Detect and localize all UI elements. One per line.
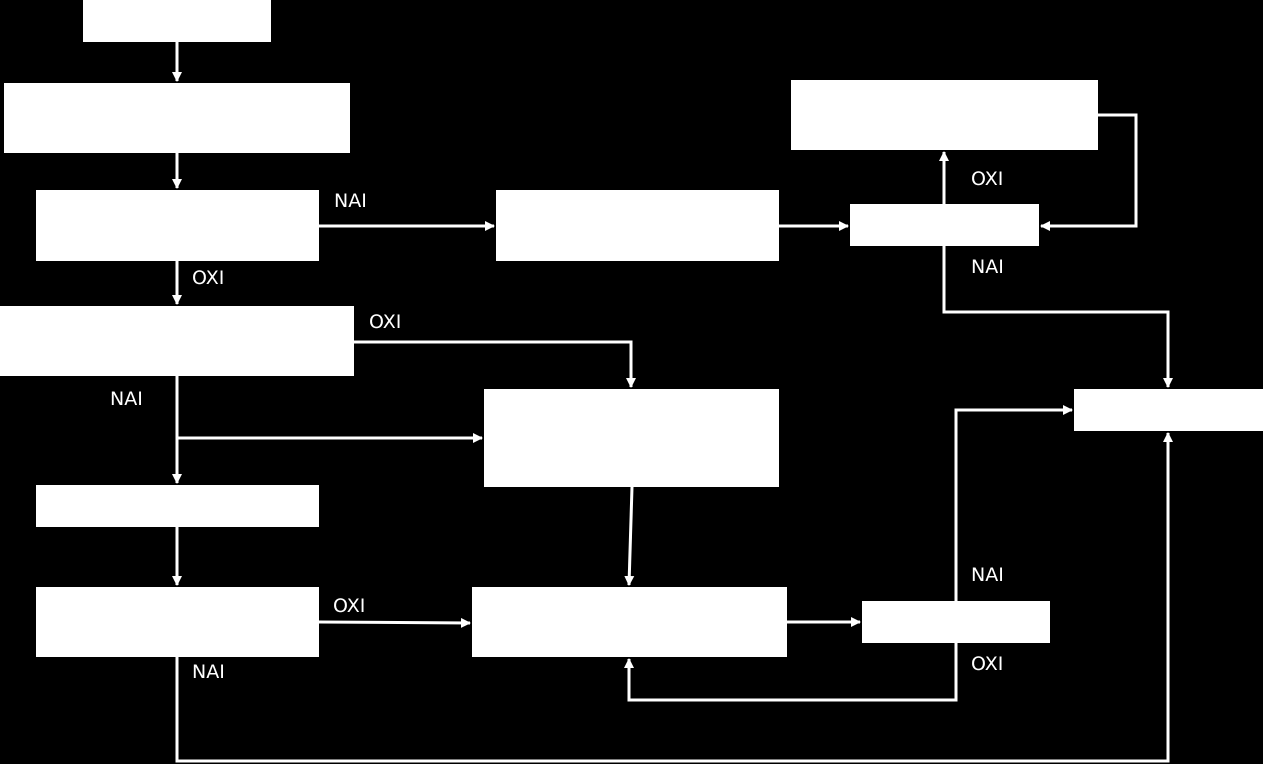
- decision1-no-label: NAI: [334, 190, 367, 212]
- arrow-top-right-loop: [1040, 113, 1138, 231]
- decision3-yes-label: OXI: [333, 595, 366, 617]
- decision5-no-label: NAI: [971, 564, 1004, 586]
- decision-box-4: [850, 204, 1039, 246]
- process-box-top-middle: [496, 190, 779, 261]
- process-box-bottom-middle: [472, 587, 787, 657]
- decision2-yes-label: OXI: [369, 311, 402, 333]
- decision3-no-label: NAI: [192, 661, 225, 683]
- decision-box-3: [36, 587, 319, 657]
- decision-box-2: [0, 306, 354, 376]
- decision-box-1: [36, 190, 319, 261]
- start-box: [83, 0, 271, 42]
- end-box: [1074, 389, 1263, 431]
- step-box-2: [36, 485, 319, 527]
- decision2-no-label: NAI: [110, 388, 143, 410]
- process-box-top-right: [791, 80, 1098, 150]
- arrow-center-to-bottom-middle: [624, 486, 635, 586]
- arrow-decision5-no: [954, 405, 1073, 601]
- decision1-yes-label: OXI: [192, 267, 225, 289]
- arrow-decision3-yes: [318, 617, 471, 628]
- arrow-decision4-no: [942, 246, 1173, 388]
- arrow-decision2-yes: [354, 340, 636, 388]
- decision-box-5: [862, 601, 1050, 643]
- decision5-yes-label: OXI: [971, 653, 1004, 675]
- arrow-decision3-no: [175, 432, 1173, 763]
- step-box-1: [4, 83, 350, 153]
- decision4-no-label: NAI: [971, 256, 1004, 278]
- arrow-decision5-yes-loop: [624, 643, 958, 702]
- decision4-yes-label: OXI: [971, 168, 1004, 190]
- process-box-center: [484, 389, 779, 487]
